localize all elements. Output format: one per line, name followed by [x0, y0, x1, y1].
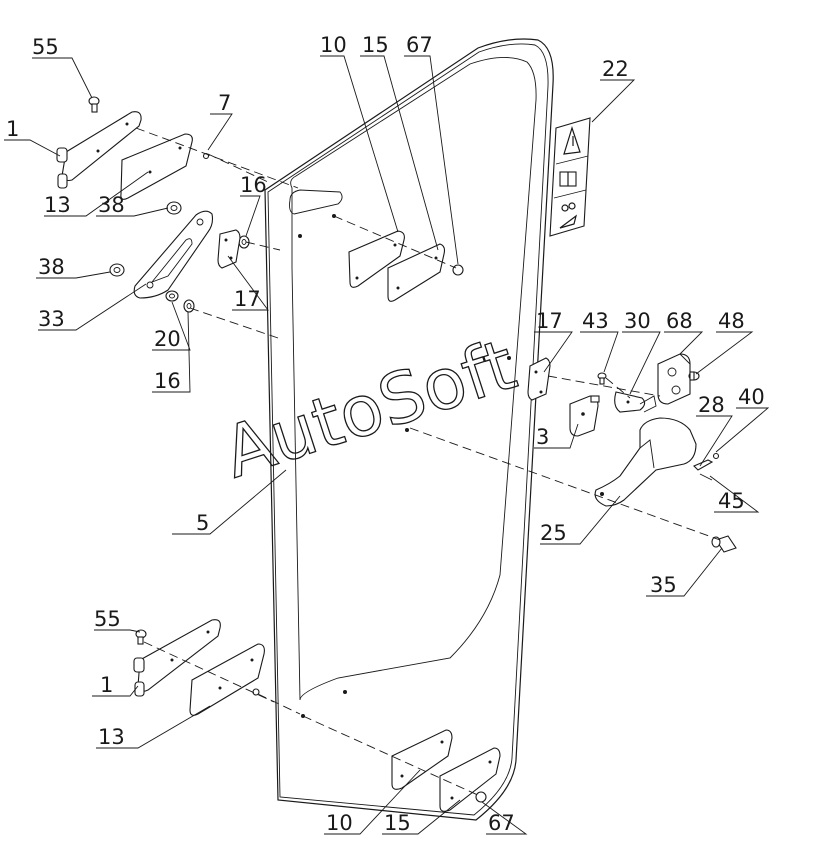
- upper-gasket: [387, 243, 446, 302]
- callout-22: 22: [602, 57, 629, 81]
- callout-7: 7: [218, 91, 231, 115]
- lower-gasket: [439, 747, 501, 812]
- upper-reinforcement-plate: [133, 210, 214, 299]
- lower-shim: [189, 643, 265, 716]
- upper-bracket: [217, 229, 241, 269]
- callout-43: 43: [582, 309, 609, 333]
- callout-68: 68: [666, 309, 693, 333]
- callout-1-bottom: 1: [100, 673, 113, 697]
- callout-67-top: 67: [406, 33, 433, 57]
- callout-15-bottom: 15: [384, 811, 411, 835]
- callout-10-bottom: 10: [326, 811, 353, 835]
- upper-hinge-group: [56, 96, 250, 313]
- upper-pad: [348, 230, 405, 288]
- callout-28: 28: [698, 393, 725, 417]
- watermark: AutoSoft: [214, 323, 525, 494]
- callout-5: 5: [196, 511, 209, 535]
- door-handle: [594, 417, 697, 507]
- lock-cam: [614, 391, 646, 413]
- callout-13-top: 13: [44, 193, 71, 217]
- callout-48: 48: [718, 309, 745, 333]
- callout-16-top: 16: [240, 173, 267, 197]
- hinge-bolt-icon: [88, 96, 100, 113]
- callout-17-right: 17: [536, 309, 563, 333]
- callout-30: 30: [624, 309, 651, 333]
- handle-spacer: [715, 535, 737, 553]
- handle-pin: [693, 459, 714, 471]
- callout-1-top: 1: [6, 117, 19, 141]
- callout-3: 3: [536, 425, 549, 449]
- callout-38-mid: 38: [38, 255, 65, 279]
- upper-right-pad-group: [348, 230, 464, 302]
- callout-55-bottom: 55: [94, 607, 121, 631]
- callout-45: 45: [718, 489, 745, 513]
- callout-labels: 55 1 13 38 7 16 38 33 20 16 17 10 15 67 …: [6, 33, 765, 835]
- callout-35: 35: [650, 573, 677, 597]
- callout-67-bottom: 67: [488, 811, 515, 835]
- callout-16-mid: 16: [154, 369, 181, 393]
- lower-hinge-group: [133, 619, 265, 716]
- callout-15-top: 15: [362, 33, 389, 57]
- callout-38-top: 38: [98, 193, 125, 217]
- upper-shim: [120, 133, 193, 200]
- striker-block: [657, 353, 691, 405]
- callout-33: 33: [38, 307, 65, 331]
- callout-13-bottom: 13: [98, 725, 125, 749]
- callout-40: 40: [738, 385, 765, 409]
- warning-decal: [549, 117, 591, 237]
- callout-10-top: 10: [320, 33, 347, 57]
- callout-20: 20: [154, 327, 181, 351]
- callout-55-top: 55: [32, 35, 59, 59]
- lower-right-pad-group: [391, 729, 501, 812]
- callout-17-left: 17: [234, 287, 261, 311]
- lower-pad: [391, 729, 453, 790]
- callout-25: 25: [540, 521, 567, 545]
